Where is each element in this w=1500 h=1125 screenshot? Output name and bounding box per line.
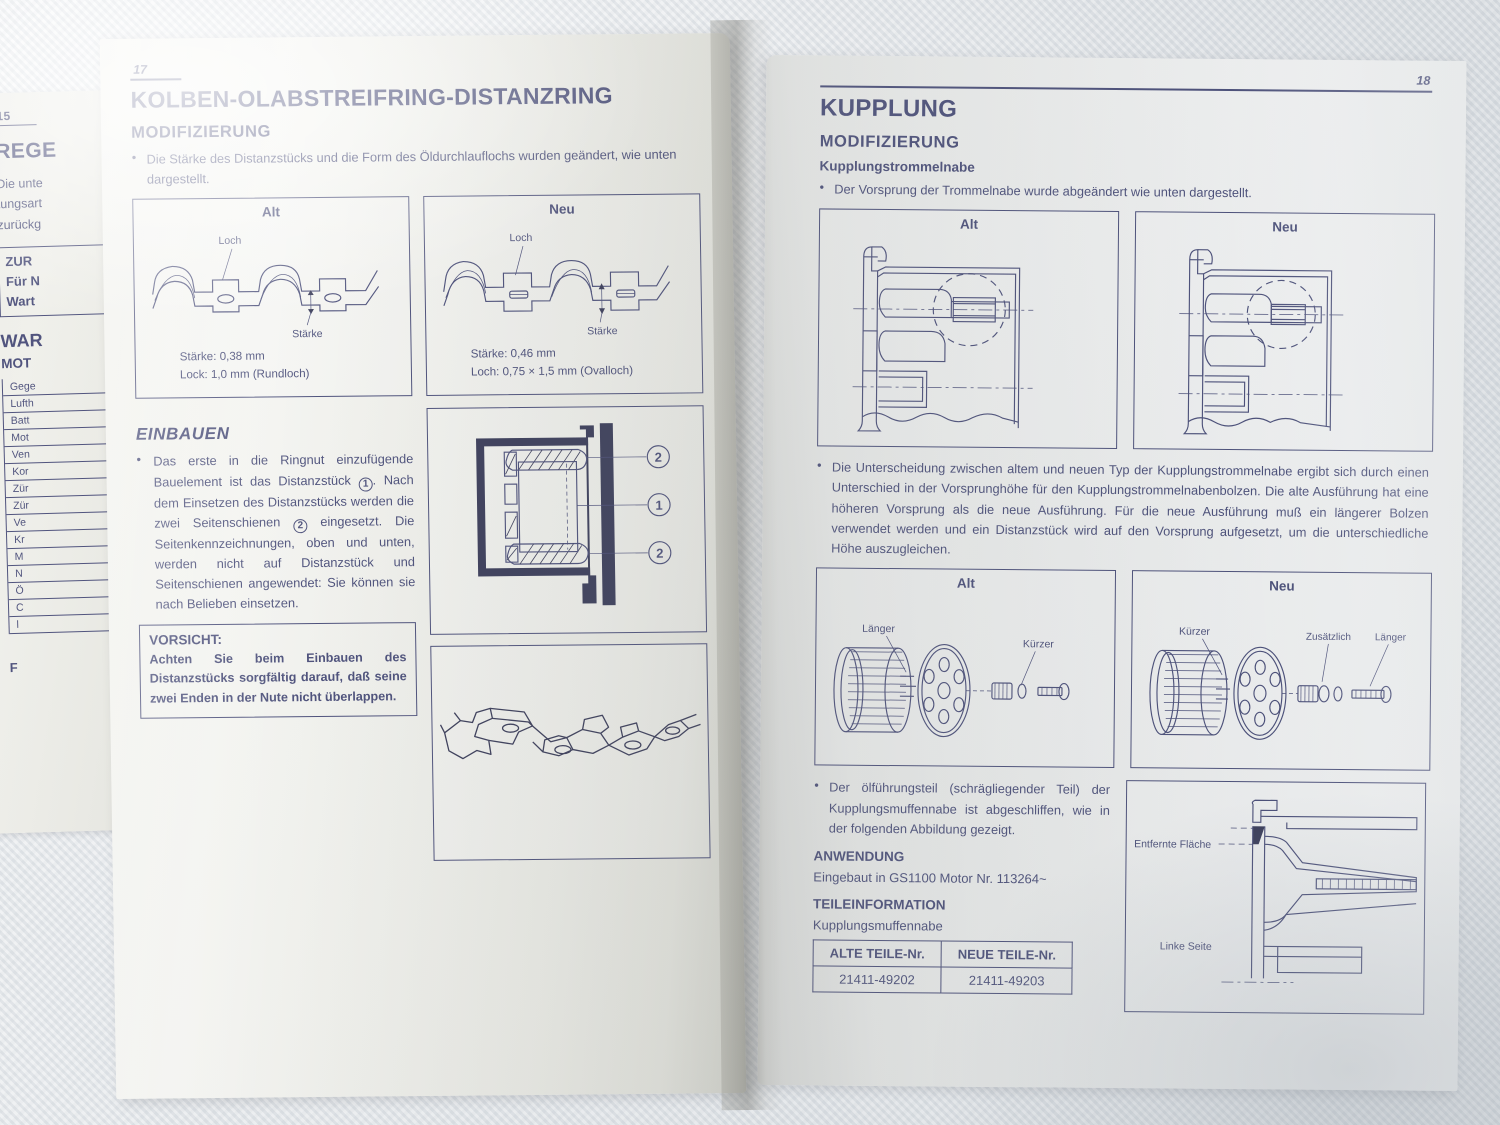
anwendung-body: Eingebaut in GS1100 Motor Nr. 113264~ — [813, 869, 1047, 887]
svg-text:1: 1 — [655, 498, 662, 513]
diagram-alt-caption: Alt — [261, 204, 281, 220]
diagram-exploded-neu: Neu Kürzer Zusätzlich Länger — [1130, 570, 1433, 772]
left-page-title: KOLBEN-OLABSTREIFRING-DISTANZRING — [130, 82, 614, 113]
label-linke-seite: Linke Seite — [1160, 941, 1212, 953]
sleeve-hub-section-drawing: Entfernte Fläche Linke Seite — [1134, 799, 1418, 984]
left-page-number: 17 — [130, 62, 182, 81]
far-left-page-number: 15 — [0, 108, 37, 127]
parts-header-old: ALTE TEILE-Nr. — [813, 939, 942, 967]
clutch-hub-exploded-neu-drawing: Kürzer Zusätzlich Länger — [1149, 626, 1407, 741]
parts-value-new: 21411-49203 — [940, 966, 1073, 995]
label-staerke-neu: Stärke — [587, 326, 618, 338]
diagram-spacer-iso — [430, 643, 711, 862]
vorsicht-body: Achten Sie beim Einbauen des Distanzstüc… — [149, 649, 407, 706]
left-intro-bullet: Die Stärke des Distanzstücks und die For… — [131, 144, 706, 190]
clutch-hub-exploded-alt-drawing: Länger Kürzer — [833, 623, 1070, 738]
exploded-alt-caption: Alt — [956, 575, 975, 592]
left-section-modifizierung: MODIFIZIERUNG — [131, 122, 272, 142]
hub-alt-caption: Alt — [959, 216, 979, 233]
label-loch-alt: Loch — [218, 235, 241, 247]
teileinformation-part: Kupplungsmuffennabe — [812, 917, 943, 934]
label-entfernte-flaeche: Entfernte Fläche — [1134, 839, 1211, 852]
diagram-spacer-alt: Alt Loch — [132, 196, 413, 400]
einbauen-paragraph: Das erste in die Ringnut einzufügende Ba… — [136, 450, 416, 616]
right-top-bullet: Der Vorsprung der Trommelnabe wurde abge… — [819, 179, 1431, 205]
teileinformation-heading: TEILEINFORMATION — [813, 896, 946, 913]
left-page: 17 KOLBEN-OLABSTREIFRING-DISTANZRING MOD… — [99, 33, 747, 1099]
diagram-cross-section: 2 1 2 — [426, 405, 708, 636]
diagram-hub-alt: Alt — [817, 208, 1120, 450]
exploded-neu-caption: Neu — [1269, 578, 1295, 594]
right-oil-bullet: Der ölführungsteil (schrägliegender Teil… — [814, 778, 1111, 841]
diagram-sleeve-hub-section: Entfernte Fläche Linke Seite — [1124, 780, 1427, 1016]
right-page-title: KUPPLUNG — [819, 94, 958, 123]
label-loch-neu: Loch — [509, 232, 532, 244]
hub-neu-caption: Neu — [1272, 219, 1298, 235]
right-page: 18 KUPPLUNG MODIFIZIERUNG Kupplungstromm… — [757, 54, 1467, 1092]
right-page-header-rule: 18 — [820, 74, 1433, 93]
spec-hole-alt: Lock: 1,0 mm (Rundloch) — [179, 366, 310, 382]
vorsicht-box: VORSICHT: Achten Sie beim Einbauen des D… — [138, 621, 418, 719]
spacer-ring-neu-drawing: Loch Stärke — [443, 232, 671, 338]
callout-marker-2: 2 — [293, 518, 308, 533]
vorsicht-heading: VORSICHT: — [149, 631, 223, 648]
label-kuerzer-alt: Kürzer — [1023, 639, 1055, 651]
parts-table: ALTE TEILE-Nr. NEUE TEILE-Nr. 21411-4920… — [812, 939, 1073, 995]
label-laenger-neu: Länger — [1375, 633, 1407, 644]
clutch-hub-alt-drawing — [852, 246, 1034, 432]
svg-text:2: 2 — [655, 450, 662, 465]
table-row: 21411-49202 21411-49203 — [812, 965, 1073, 995]
svg-text:2: 2 — [656, 546, 663, 561]
label-zusaetzlich-neu: Zusätzlich — [1306, 632, 1351, 643]
diagram-hub-neu: Neu — [1133, 211, 1436, 453]
parts-header-new: NEUE TEILE-Nr. — [941, 940, 1073, 969]
diagram-neu-caption: Neu — [549, 201, 575, 218]
label-kuerzer-neu: Kürzer — [1179, 626, 1211, 638]
einbauen-heading: EINBAUEN — [135, 424, 230, 445]
spec-thickness-neu: Stärke: 0,46 mm — [470, 347, 556, 361]
clutch-hub-neu-drawing — [1178, 249, 1346, 435]
parts-value-old: 21411-49202 — [812, 965, 942, 993]
diagram-spacer-neu: Neu Loch Stärke — [423, 193, 704, 397]
spec-thickness-alt: Stärke: 0,38 mm — [179, 349, 265, 364]
right-subsection: Kupplungstrommelnabe — [819, 158, 975, 175]
spacer-ring-alt-drawing: Loch Stärke — [152, 235, 380, 341]
label-staerke-alt: Stärke — [292, 328, 323, 340]
anwendung-heading: ANWENDUNG — [813, 848, 905, 865]
spec-hole-neu: Loch: 0,75 × 1,5 mm (Ovalloch) — [470, 363, 634, 379]
label-laenger-alt: Länger — [862, 623, 895, 635]
parts-table-header-row: ALTE TEILE-Nr. NEUE TEILE-Nr. — [813, 939, 1073, 969]
diagram-exploded-alt: Alt Länger Kürzer — [814, 567, 1117, 769]
callout-marker-1: 1 — [358, 477, 373, 492]
spacer-ring-isometric-drawing — [439, 708, 701, 760]
right-explain-bullet: Die Unterscheidung zwischen altem und ne… — [816, 458, 1429, 564]
right-page-number: 18 — [1416, 73, 1431, 88]
ring-groove-section-drawing: 2 1 2 — [476, 423, 672, 606]
right-section-modifizierung: MODIFIZIERUNG — [819, 132, 960, 152]
